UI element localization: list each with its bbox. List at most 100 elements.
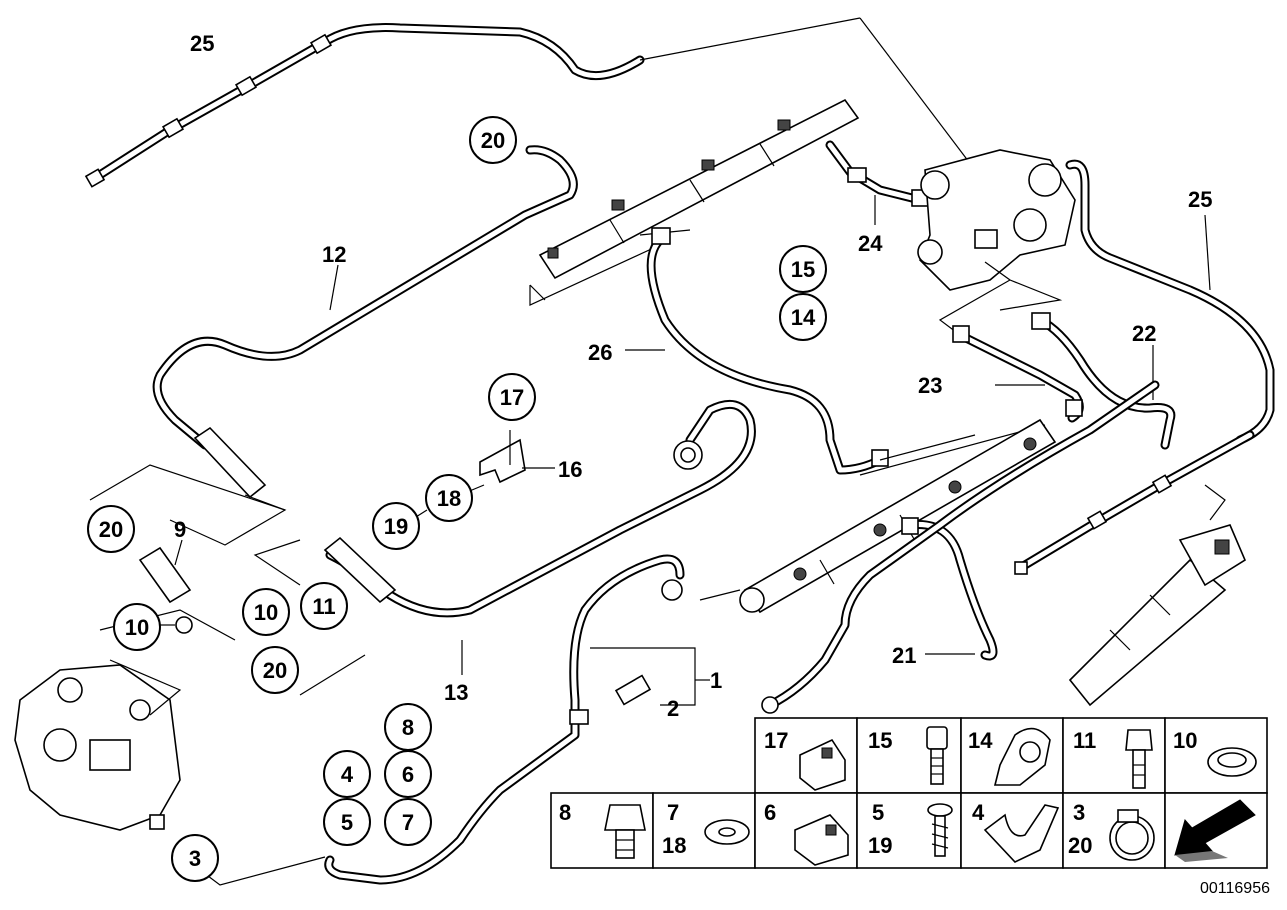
screw-icon [926, 726, 948, 785]
seal-ring-icon [1207, 747, 1257, 777]
label-2: 2 [667, 696, 679, 721]
svg-text:20: 20 [1068, 833, 1092, 858]
washer-icon [704, 819, 750, 845]
svg-text:11: 11 [1073, 728, 1096, 753]
parts-legend: 17 15 14 [550, 717, 1268, 869]
callout-10: 10 [242, 588, 290, 636]
leak-off-line-right [1014, 430, 1255, 575]
fuel-rail-upper [529, 98, 860, 306]
legend-cell: 5 19 [856, 792, 962, 869]
label-16: 16 [558, 457, 582, 482]
label-12: 12 [322, 242, 346, 267]
label-25-right: 25 [1188, 187, 1212, 212]
bracket-icon [993, 727, 1051, 786]
callout-10: 10 [113, 603, 161, 651]
callout-3: 3 [171, 834, 219, 882]
legend-cell: 14 [960, 717, 1064, 794]
diagram-code: 00116956 [1200, 880, 1270, 897]
svg-text:15: 15 [868, 728, 892, 753]
svg-text:4: 4 [341, 762, 354, 787]
label-24: 24 [858, 231, 883, 256]
callout-8: 8 [384, 703, 432, 751]
svg-text:17: 17 [500, 385, 524, 410]
svg-text:6: 6 [764, 800, 776, 825]
svg-text:20: 20 [481, 128, 505, 153]
svg-text:4: 4 [972, 800, 985, 825]
line-26 [625, 227, 976, 475]
bracket-16 [407, 430, 555, 523]
hose-12 [152, 145, 578, 546]
clip-icon [799, 738, 846, 791]
callout-20: 20 [87, 505, 135, 553]
legend-cell: 15 [856, 717, 962, 794]
leak-off-line-top [84, 17, 976, 188]
legend-cell: 11 [1062, 717, 1166, 794]
svg-text:8: 8 [559, 800, 571, 825]
svg-text:18: 18 [662, 833, 686, 858]
callout-18: 18 [425, 474, 473, 522]
label-1: 1 [710, 668, 722, 693]
bracket-icon [983, 804, 1060, 863]
callout-17: 17 [488, 373, 536, 421]
svg-text:14: 14 [791, 305, 816, 330]
fuel-rail-lower [699, 418, 1057, 614]
label-22: 22 [1132, 321, 1156, 346]
svg-text:10: 10 [125, 615, 149, 640]
callout-5: 5 [323, 798, 371, 846]
line-21 [761, 380, 1160, 714]
svg-text:11: 11 [312, 594, 335, 619]
label-26: 26 [588, 340, 612, 365]
svg-text:17: 17 [764, 728, 788, 753]
pump-head-right [917, 149, 1275, 445]
legend-cell: 4 [960, 792, 1064, 869]
legend-cell: 8 [550, 792, 654, 869]
svg-text:3: 3 [189, 846, 201, 871]
svg-text:10: 10 [254, 600, 278, 625]
svg-text:5: 5 [341, 810, 353, 835]
label-21: 21 [892, 643, 916, 668]
arrow-icon [1174, 799, 1256, 862]
line-23 [952, 325, 1084, 423]
label-13: 13 [444, 680, 468, 705]
bolt-icon [1125, 729, 1153, 789]
legend-cell: 10 [1164, 717, 1268, 794]
svg-text:6: 6 [402, 762, 414, 787]
svg-text:3: 3 [1073, 800, 1085, 825]
legend-cell [1164, 792, 1268, 869]
clip-icon [794, 814, 849, 866]
callout-4: 4 [323, 750, 371, 798]
svg-text:7: 7 [402, 810, 414, 835]
label-25-top: 25 [190, 31, 214, 56]
hose-13 [253, 399, 756, 696]
svg-text:5: 5 [872, 800, 884, 825]
label-23: 23 [918, 373, 942, 398]
callout-6: 6 [384, 750, 432, 798]
high-pressure-pump [14, 659, 182, 831]
callout-19: 19 [372, 502, 420, 550]
hose-1 [199, 554, 710, 886]
svg-text:7: 7 [667, 800, 679, 825]
svg-text:8: 8 [402, 715, 414, 740]
callout-20: 20 [251, 646, 299, 694]
callout-15: 15 [779, 245, 827, 293]
svg-text:19: 19 [868, 833, 892, 858]
line-24 [825, 140, 929, 225]
label-9: 9 [174, 517, 186, 542]
legend-cell: 17 [754, 717, 858, 794]
svg-text:19: 19 [384, 514, 408, 539]
svg-text:14: 14 [968, 728, 993, 753]
callout-7: 7 [384, 798, 432, 846]
callout-11: 11 [300, 582, 348, 630]
callout-20: 20 [469, 116, 517, 164]
svg-text:10: 10 [1173, 728, 1197, 753]
hose-clamp-icon [1109, 809, 1155, 861]
injector [1068, 524, 1247, 707]
screw-icon [927, 803, 953, 857]
legend-cell: 6 [754, 792, 858, 869]
svg-text:20: 20 [99, 517, 123, 542]
svg-text:15: 15 [791, 257, 815, 282]
legend-cell: 3 20 [1062, 792, 1166, 869]
svg-text:20: 20 [263, 658, 287, 683]
hex-bolt-icon [604, 804, 646, 859]
